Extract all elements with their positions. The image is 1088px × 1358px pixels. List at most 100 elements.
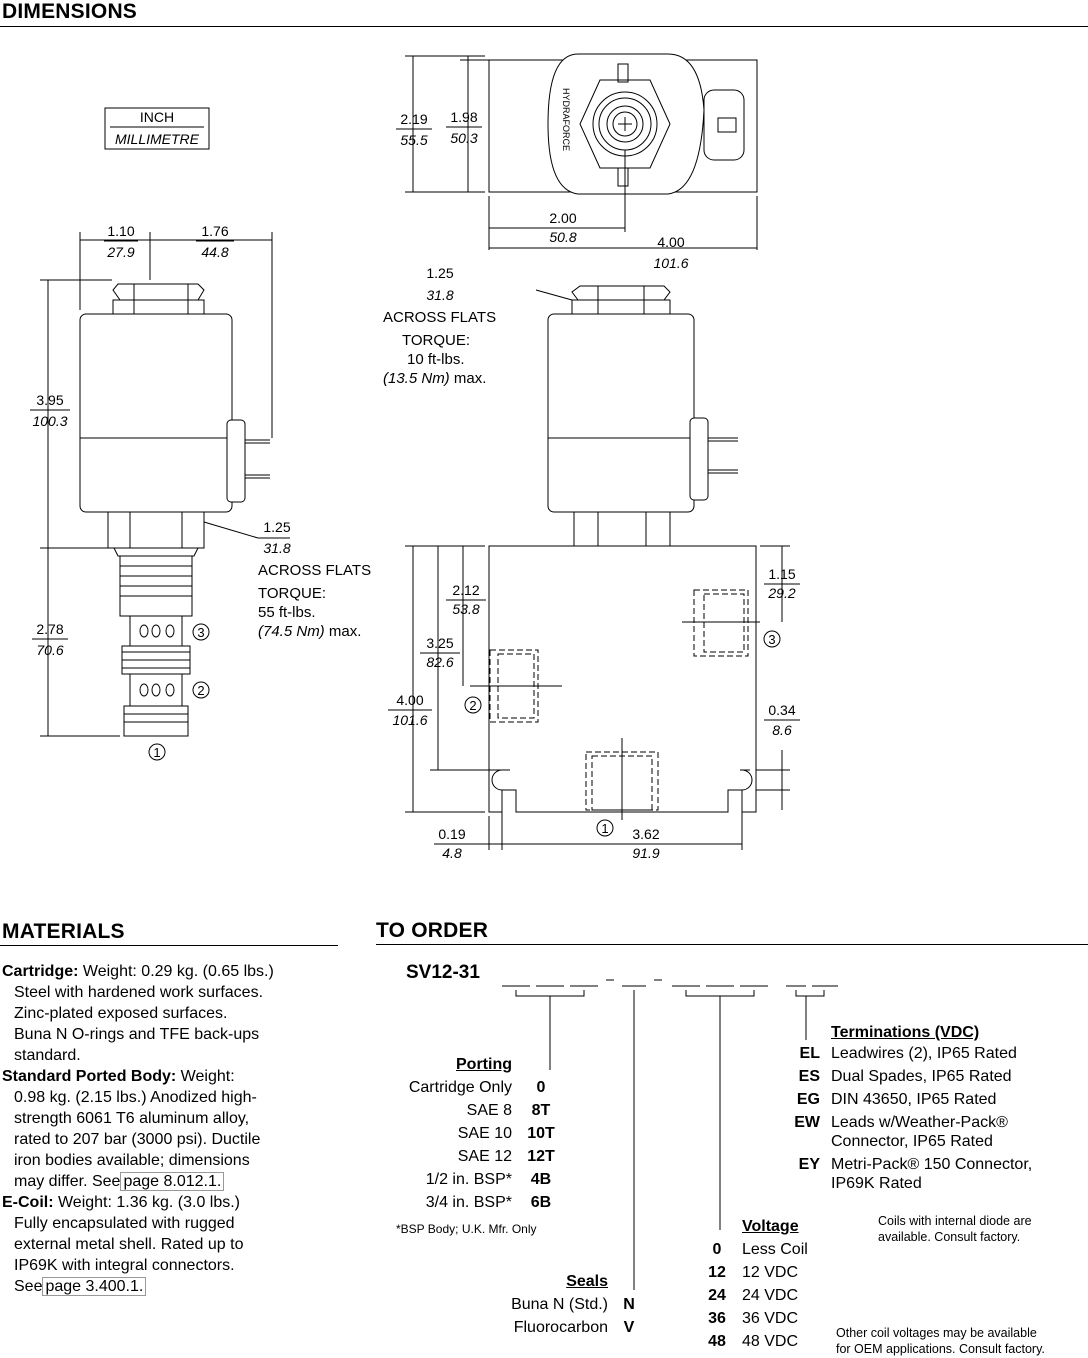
svg-text:3.25: 3.25 — [426, 635, 453, 651]
ecoil-label: E-Coil: — [2, 1194, 54, 1211]
porting-block: Porting Cartridge Only 0 SAE 8 8T SAE 10 10… — [380, 1053, 570, 1214]
voltage-option: 24 VDC — [742, 1287, 799, 1304]
cartridge-line: standard. — [14, 1047, 81, 1064]
seal-option: Buna N (Std.) — [511, 1296, 608, 1313]
dim-body-f: 0.19 4.8 — [434, 826, 470, 861]
diode-note: Coils with internal diode are available.… — [878, 1213, 1032, 1245]
legend-mm: MILLIMETRE — [115, 131, 200, 147]
left-torque-note: ACROSS FLATS TORQUE: 55 ft-lbs. (74.5 Nm… — [258, 561, 371, 641]
svg-text:50.8: 50.8 — [549, 229, 576, 245]
right-torque-note: ACROSS FLATS TORQUE: 10 ft-lbs. (13.5 Nm… — [383, 308, 496, 388]
porting-option: Cartridge Only — [408, 1079, 512, 1096]
porting-code: 4B — [530, 1171, 552, 1188]
seal-option: Fluorocarbon — [513, 1319, 608, 1336]
voltage-option: 12 VDC — [742, 1264, 799, 1281]
body-line: iron bodies available; dimensions — [14, 1152, 250, 1169]
svg-text:82.6: 82.6 — [426, 654, 453, 670]
svg-text:0.19: 0.19 — [438, 826, 465, 842]
porting-code: 10T — [527, 1125, 555, 1142]
right-port-1: 1 — [601, 821, 608, 836]
seal-code: N — [623, 1296, 635, 1313]
termination-code: EW — [794, 1114, 820, 1131]
materials-rule — [0, 945, 338, 946]
svg-text:27.9: 27.9 — [106, 244, 134, 260]
cartridge-weight: Weight: 0.29 kg. (0.65 lbs.) — [78, 963, 274, 980]
svg-text:4.00: 4.00 — [396, 692, 423, 708]
dim-left-flats: 1.25 31.8 — [263, 519, 290, 556]
termination-desc: Leads w/Weather-Pack® — [831, 1114, 1008, 1131]
voltage-code: 24 — [708, 1287, 726, 1304]
dimensions-rule — [0, 26, 1088, 27]
porting-option: 1/2 in. BSP* — [425, 1171, 512, 1188]
diode-note-line: available. Consult factory. — [878, 1230, 1021, 1244]
left-torque-metric: (74.5 Nm) — [258, 623, 325, 640]
svg-text:4.8: 4.8 — [442, 845, 462, 861]
left-port-1: 1 — [153, 745, 160, 760]
top-view: HYDRAFORCE — [405, 53, 758, 250]
right-port-3: 3 — [768, 632, 775, 647]
voltage-code: 48 — [708, 1333, 726, 1350]
porting-title: Porting — [456, 1056, 512, 1073]
ecoil-page-link[interactable]: page 3.400.1. — [42, 1277, 147, 1296]
voltage-note-line: for OEM applications. Consult factory. — [836, 1342, 1045, 1356]
left-torque-suffix: max. — [324, 623, 362, 640]
ecoil-weight: Weight: 1.36 kg. (3.0 lbs.) — [53, 1194, 241, 1211]
cartridge-line: Buna N O-rings and TFE back-ups — [14, 1026, 260, 1043]
ecoil-see: See — [14, 1278, 43, 1295]
body-page-link[interactable]: page 8.012.1. — [120, 1172, 225, 1191]
porting-option: 3/4 in. BSP* — [425, 1194, 512, 1211]
svg-text:53.8: 53.8 — [452, 601, 479, 617]
svg-text:44.8: 44.8 — [201, 244, 228, 260]
dimensions-heading: DIMENSIONS — [2, 0, 138, 23]
svg-text:2.19: 2.19 — [400, 111, 427, 127]
order-heading: TO ORDER — [376, 919, 489, 942]
voltage-title: Voltage — [742, 1218, 799, 1235]
seals-title: Seals — [566, 1273, 608, 1290]
svg-text:1.25: 1.25 — [263, 519, 290, 535]
svg-text:1.15: 1.15 — [768, 566, 795, 582]
dim-body-b: 3.25 82.6 — [420, 635, 460, 670]
svg-text:2.12: 2.12 — [452, 582, 479, 598]
voltage-option: Less Coil — [742, 1241, 808, 1258]
right-torque-label: TORQUE: — [402, 332, 471, 349]
cartridge-line: Steel with hardened work surfaces. — [14, 984, 264, 1001]
termination-desc-2: Connector, IP65 Rated — [831, 1133, 993, 1150]
svg-text:31.8: 31.8 — [263, 540, 290, 556]
right-torque-value: 10 ft-lbs. — [407, 351, 465, 368]
voltage-option: 48 VDC — [742, 1333, 799, 1350]
voltage-code: 12 — [708, 1264, 726, 1281]
svg-text:1.76: 1.76 — [201, 223, 228, 239]
dimension-drawing: INCH MILLIMETRE — [30, 53, 800, 861]
right-across-flats: ACROSS FLATS — [383, 309, 497, 326]
svg-text:70.6: 70.6 — [36, 642, 63, 658]
materials-heading: MATERIALS — [2, 920, 125, 943]
ecoil-line: external metal shell. Rated up to — [14, 1236, 244, 1253]
right-port-2: 2 — [469, 698, 476, 713]
svg-text:8.6: 8.6 — [772, 722, 792, 738]
porting-code: 8T — [531, 1102, 551, 1119]
termination-code: EL — [799, 1045, 820, 1062]
svg-text:2.78: 2.78 — [36, 621, 63, 637]
porting-code: 0 — [536, 1079, 546, 1096]
voltage-note-line: Other coil voltages may be available — [836, 1326, 1037, 1340]
svg-text:100.3: 100.3 — [32, 413, 67, 429]
porting-option: SAE 10 — [457, 1125, 512, 1142]
termination-code: EY — [798, 1156, 820, 1173]
termination-desc: Dual Spades, IP65 Rated — [831, 1068, 1012, 1085]
svg-text:1.25: 1.25 — [426, 265, 453, 281]
ecoil-line: IP69K with integral connectors. — [14, 1257, 235, 1274]
svg-text:29.2: 29.2 — [767, 585, 795, 601]
svg-text:50.3: 50.3 — [450, 130, 477, 146]
body-label: Standard Ported Body: — [2, 1068, 177, 1085]
body-weight: Weight: — [176, 1068, 235, 1085]
porting-option: SAE 8 — [466, 1102, 512, 1119]
order-model: SV12-31 — [406, 962, 480, 983]
left-view-valve — [40, 232, 290, 761]
body-see: may differ. See — [14, 1173, 121, 1190]
right-front-view — [405, 285, 790, 850]
